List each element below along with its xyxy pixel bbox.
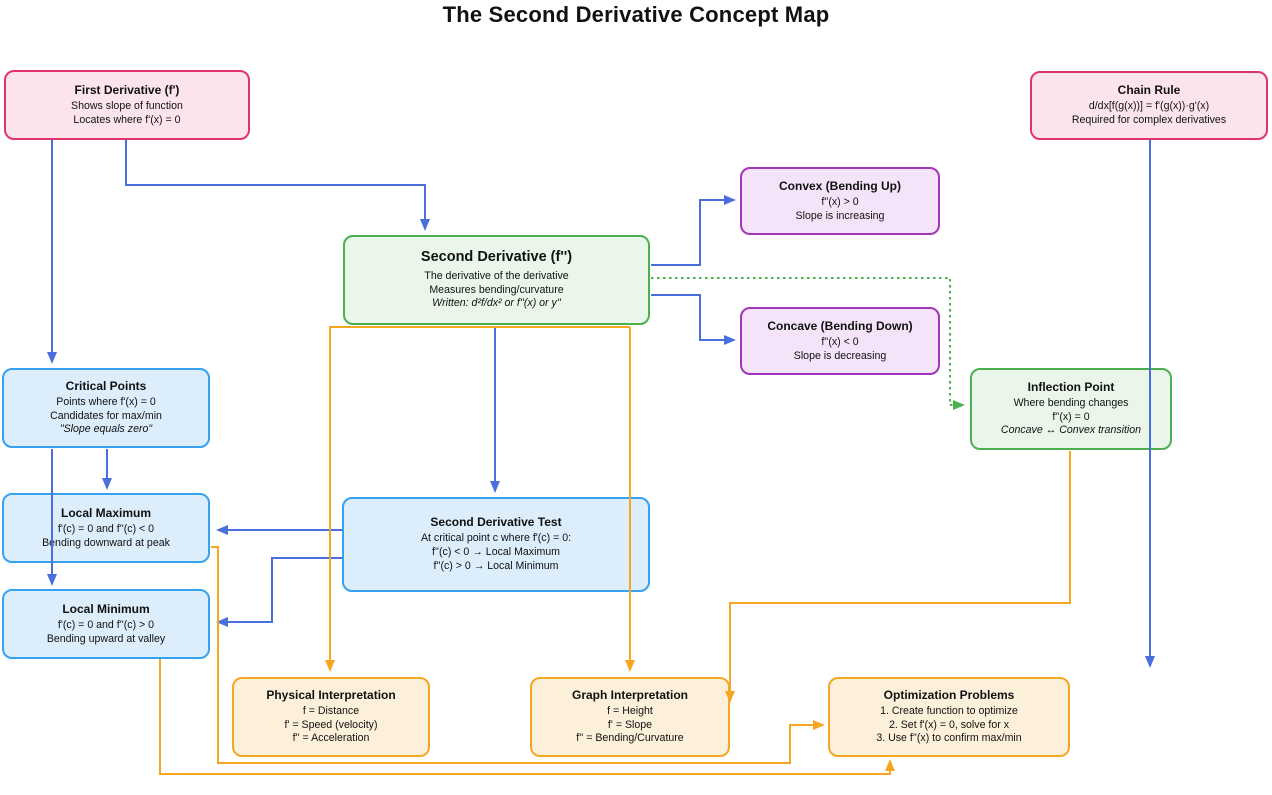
page-title: The Second Derivative Concept Map (442, 2, 830, 27)
node-chain-rule: Chain Rule d/dx[f(g(x))] = f'(g(x))·g'(x… (1030, 71, 1268, 140)
node-line: Shows slope of function (71, 99, 183, 112)
node-line: f = Distance (302, 704, 360, 717)
node-concave: Concave (Bending Down) f''(x) < 0 Slope … (740, 307, 940, 375)
edge-second-derivative-to-convex (651, 195, 736, 266)
node-title: Chain Rule (1117, 83, 1181, 98)
node-line: f'' = Acceleration (292, 732, 370, 745)
node-title: Graph Interpretation (571, 687, 688, 702)
node-title: Inflection Point (1027, 379, 1115, 394)
node-line: f'' = Bending/Curvature (576, 732, 684, 745)
node-graph-interpretation: Graph Interpretation f = Height f' = Slo… (530, 677, 730, 757)
node-line: f' = Speed (velocity) (284, 718, 378, 731)
node-line: Slope is decreasing (793, 349, 887, 362)
node-local-minimum: Local Minimum f'(c) = 0 and f''(c) > 0 B… (2, 589, 210, 659)
edge-first-derivative-to-second-derivative (125, 140, 430, 231)
edge-inflection-to-graph (725, 451, 1071, 703)
node-title: Local Maximum (60, 505, 152, 520)
node-critical-points: Critical Points Points where f'(x) = 0 C… (2, 368, 210, 448)
node-title: Concave (Bending Down) (767, 318, 913, 333)
node-title: Second Derivative Test (430, 515, 562, 530)
node-title: First Derivative (f') (74, 82, 180, 97)
node-line: Bending upward at valley (46, 632, 166, 645)
node-line: f' = Slope (607, 718, 653, 731)
node-line: The derivative of the derivative (424, 269, 569, 282)
node-line: f'(c) = 0 and f''(c) > 0 (57, 618, 155, 631)
node-optimization-problems: Optimization Problems 1. Create function… (828, 677, 1070, 757)
node-line: Bending downward at peak (42, 536, 170, 549)
node-line: f''(c) > 0 → Local Minimum (433, 559, 559, 572)
node-title: Critical Points (65, 378, 147, 393)
node-line: Concave ↔ Convex transition (1000, 424, 1142, 437)
node-line: Written: d²f/dx² or f''(x) or y'' (432, 297, 561, 310)
node-convex: Convex (Bending Up) f''(x) > 0 Slope is … (740, 167, 940, 235)
node-line: 3. Use f''(x) to confirm max/min (876, 732, 1022, 745)
edge-second-derivative-to-concave (651, 294, 736, 345)
node-title: Local Minimum (62, 601, 150, 616)
node-inflection-point: Inflection Point Where bending changes f… (970, 368, 1172, 450)
edge-test-to-local-minimum (216, 557, 342, 627)
node-line: Where bending changes (1013, 396, 1129, 409)
node-title: Optimization Problems (883, 687, 1015, 702)
node-line: Points where f'(x) = 0 (56, 395, 156, 408)
node-title: Physical Interpretation (266, 687, 396, 702)
node-title: Second Derivative (f'') (420, 248, 573, 265)
node-line: Candidates for max/min (50, 409, 162, 422)
node-line: f''(x) < 0 (821, 335, 859, 348)
node-local-maximum: Local Maximum f'(c) = 0 and f''(c) < 0 B… (2, 493, 210, 563)
node-second-derivative: Second Derivative (f'') The derivative o… (343, 235, 650, 325)
node-title: Convex (Bending Up) (779, 178, 901, 193)
node-line: f = Height (607, 704, 653, 717)
node-line: 1. Create function to optimize (880, 704, 1018, 717)
node-first-derivative: First Derivative (f') Shows slope of fun… (4, 70, 250, 140)
node-line: At critical point c where f'(c) = 0: (420, 532, 572, 545)
node-second-derivative-test: Second Derivative Test At critical point… (342, 497, 650, 592)
node-physical-interpretation: Physical Interpretation f = Distance f' … (232, 677, 430, 757)
node-line: f''(x) > 0 (821, 195, 859, 208)
node-line: Slope is increasing (795, 209, 885, 222)
node-line: Required for complex derivatives (1071, 114, 1227, 126)
node-line: 2. Set f'(x) = 0, solve for x (888, 718, 1010, 731)
node-line: f''(c) < 0 → Local Maximum (432, 546, 560, 559)
node-line: d/dx[f(g(x))] = f'(g(x))·g'(x) (1088, 100, 1210, 113)
node-line: f''(x) = 0 (1052, 410, 1090, 423)
node-line: Measures bending/curvature (429, 283, 564, 296)
node-line: f'(c) = 0 and f''(c) < 0 (57, 522, 155, 535)
node-line: "Slope equals zero" (59, 423, 153, 436)
node-line: Locates where f'(x) = 0 (73, 113, 181, 126)
